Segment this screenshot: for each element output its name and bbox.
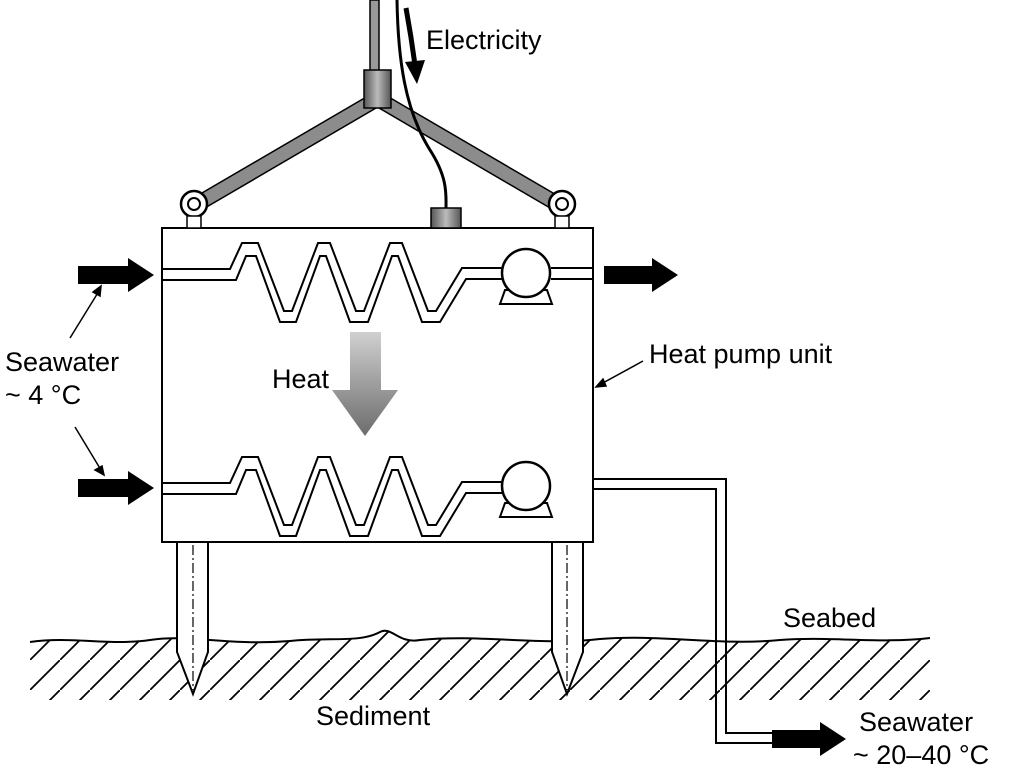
upper-heat-exchanger-coil: [162, 242, 593, 323]
seawater-inlet-temp: ~ 4 °C: [5, 379, 82, 410]
outlet-pipe: [555, 478, 775, 744]
lower-pump-icon: [498, 460, 554, 518]
sediment-hatch: [30, 630, 930, 700]
seawater-inlet-label: Seawater ~ 4 °C: [5, 346, 119, 412]
heat-label: Heat: [272, 364, 330, 394]
suspension-rigging: [179, 0, 577, 229]
electricity-label: Electricity: [426, 25, 542, 55]
outlet-seawater-arrow: [772, 722, 846, 756]
seabed-label: Seabed: [783, 603, 877, 633]
upper-pump-icon: [498, 247, 554, 305]
seawater-inlet-name: Seawater: [5, 347, 120, 377]
electric-cable: [395, 0, 462, 229]
heat-arrow: [332, 332, 398, 436]
sediment-label: Sediment: [316, 701, 431, 731]
lower-heat-exchanger-coil: [162, 456, 505, 537]
leader-lines: [69, 284, 644, 477]
upper-inlet-arrow: [78, 258, 154, 292]
lower-inlet-arrow: [78, 471, 154, 505]
seabed-line: [29, 629, 931, 644]
seawater-outlet-temp: ~ 20–40 °C: [853, 739, 990, 770]
seawater-outlet-name: Seawater: [859, 707, 974, 737]
heat-pump-unit-label: Heat pump unit: [649, 339, 833, 369]
upper-outlet-arrow: [604, 258, 678, 292]
seawater-outlet-label: Seawater ~ 20–40 °C: [853, 706, 989, 772]
electricity-arrow: [403, 7, 425, 84]
